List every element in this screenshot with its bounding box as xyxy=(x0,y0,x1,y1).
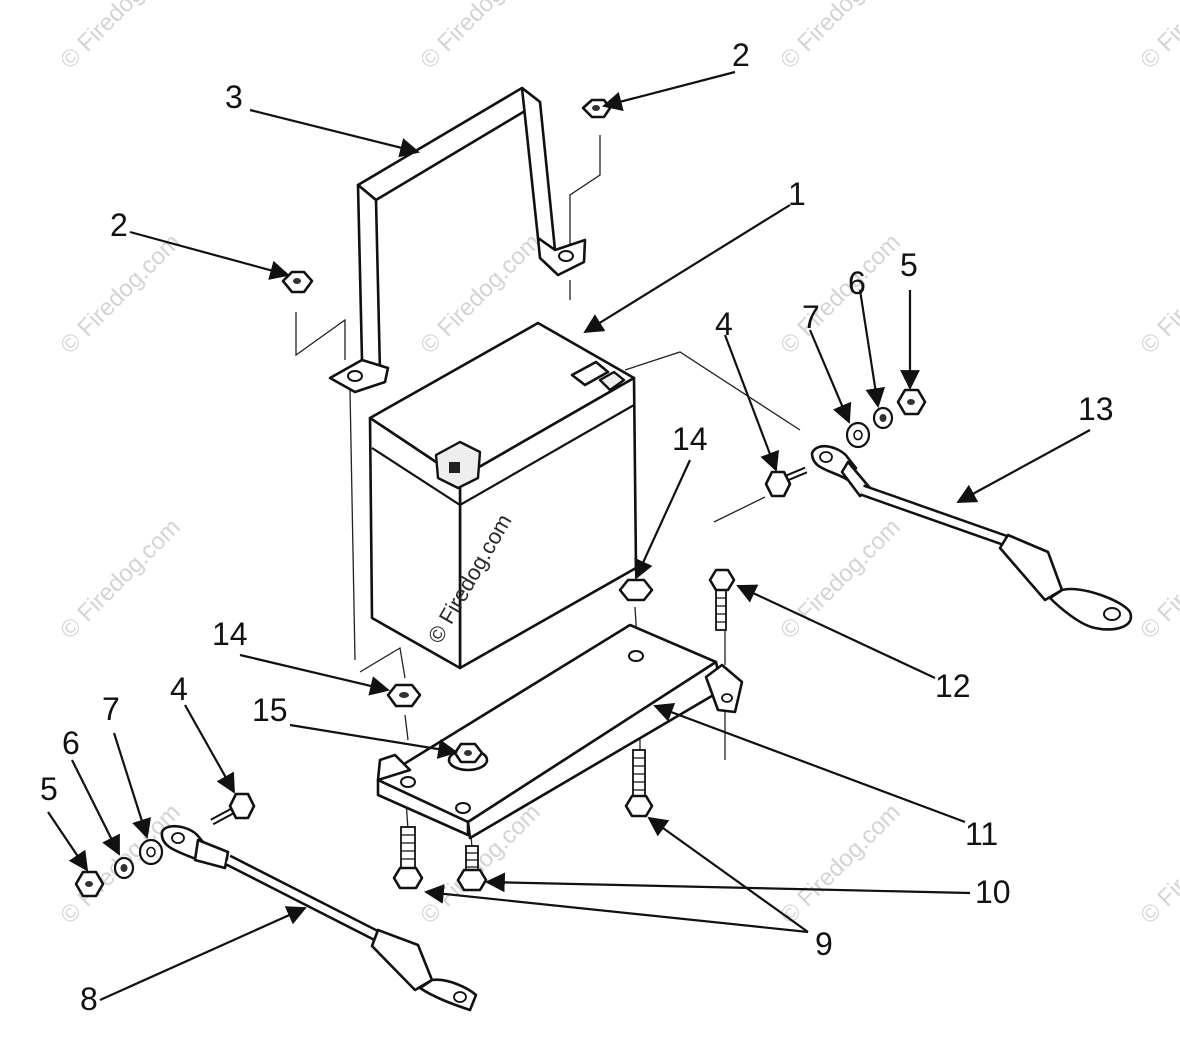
callout-13: 13 xyxy=(1078,391,1114,427)
battery xyxy=(368,321,638,670)
callout-8: 8 xyxy=(80,981,98,1017)
callout-4: 4 xyxy=(170,671,188,707)
battery-tray xyxy=(376,623,744,840)
bolt xyxy=(708,568,736,631)
callout-4: 4 xyxy=(715,306,733,342)
flange-nut xyxy=(447,742,489,772)
callout-2: 2 xyxy=(732,37,750,73)
callouts: 1 2 2 3 4 4 5 5 6 6 7 7 8 9 10 11 12 13 … xyxy=(40,37,1114,1017)
terminal-bolt xyxy=(210,792,256,826)
watermark: © Firedog.com xyxy=(1135,229,1180,360)
callout-7: 7 xyxy=(802,299,820,335)
lock-washer xyxy=(113,856,135,880)
callout-6: 6 xyxy=(62,725,80,761)
callout-11: 11 xyxy=(965,816,998,852)
nut xyxy=(618,578,654,602)
leader-arrows xyxy=(47,70,1091,1002)
callout-5: 5 xyxy=(900,247,918,283)
nut xyxy=(581,98,612,119)
watermark: © Firedog.com xyxy=(775,799,906,930)
watermark: © Firedog.com xyxy=(1135,799,1180,930)
battery-cables xyxy=(160,444,1133,1012)
watermark: © Firedog.com xyxy=(55,514,186,645)
callout-9: 9 xyxy=(815,926,833,962)
watermark: © Firedog.com xyxy=(1135,514,1180,645)
watermark: © Firedog.com xyxy=(775,229,906,360)
nut xyxy=(386,683,422,708)
callout-6: 6 xyxy=(848,265,866,301)
bolt xyxy=(456,845,488,892)
nut xyxy=(281,270,314,294)
callout-14: 14 xyxy=(672,421,708,457)
callout-7: 7 xyxy=(102,691,120,727)
flat-washer xyxy=(138,838,164,866)
terminal-bolt xyxy=(764,466,808,498)
flat-washer xyxy=(845,421,871,449)
nut xyxy=(74,870,105,898)
watermark: © Firedog.com xyxy=(55,0,186,74)
callout-15: 15 xyxy=(252,692,288,728)
bolt xyxy=(392,826,424,890)
callout-1: 1 xyxy=(788,176,806,212)
callout-2: 2 xyxy=(110,207,128,243)
hardware xyxy=(74,98,927,898)
watermark: © Firedog.com xyxy=(415,0,546,74)
callout-14: 14 xyxy=(212,616,248,652)
positive-cable xyxy=(810,444,1133,631)
callout-3: 3 xyxy=(225,79,243,115)
watermark: © Firedog.com xyxy=(1135,0,1180,74)
callout-10: 10 xyxy=(975,874,1011,910)
watermark: © Firedog.com xyxy=(775,514,906,645)
negative-cable xyxy=(160,824,478,1012)
bolts xyxy=(210,466,808,892)
bolt xyxy=(624,749,654,818)
hold-down-bracket xyxy=(328,86,587,394)
callout-5: 5 xyxy=(40,771,58,807)
watermark: © Firedog.com xyxy=(55,229,186,360)
watermark: © Firedog.com xyxy=(775,0,906,74)
assembly-lines xyxy=(295,135,801,851)
lock-washer xyxy=(872,406,894,430)
callout-12: 12 xyxy=(935,668,971,704)
nut xyxy=(896,388,927,416)
